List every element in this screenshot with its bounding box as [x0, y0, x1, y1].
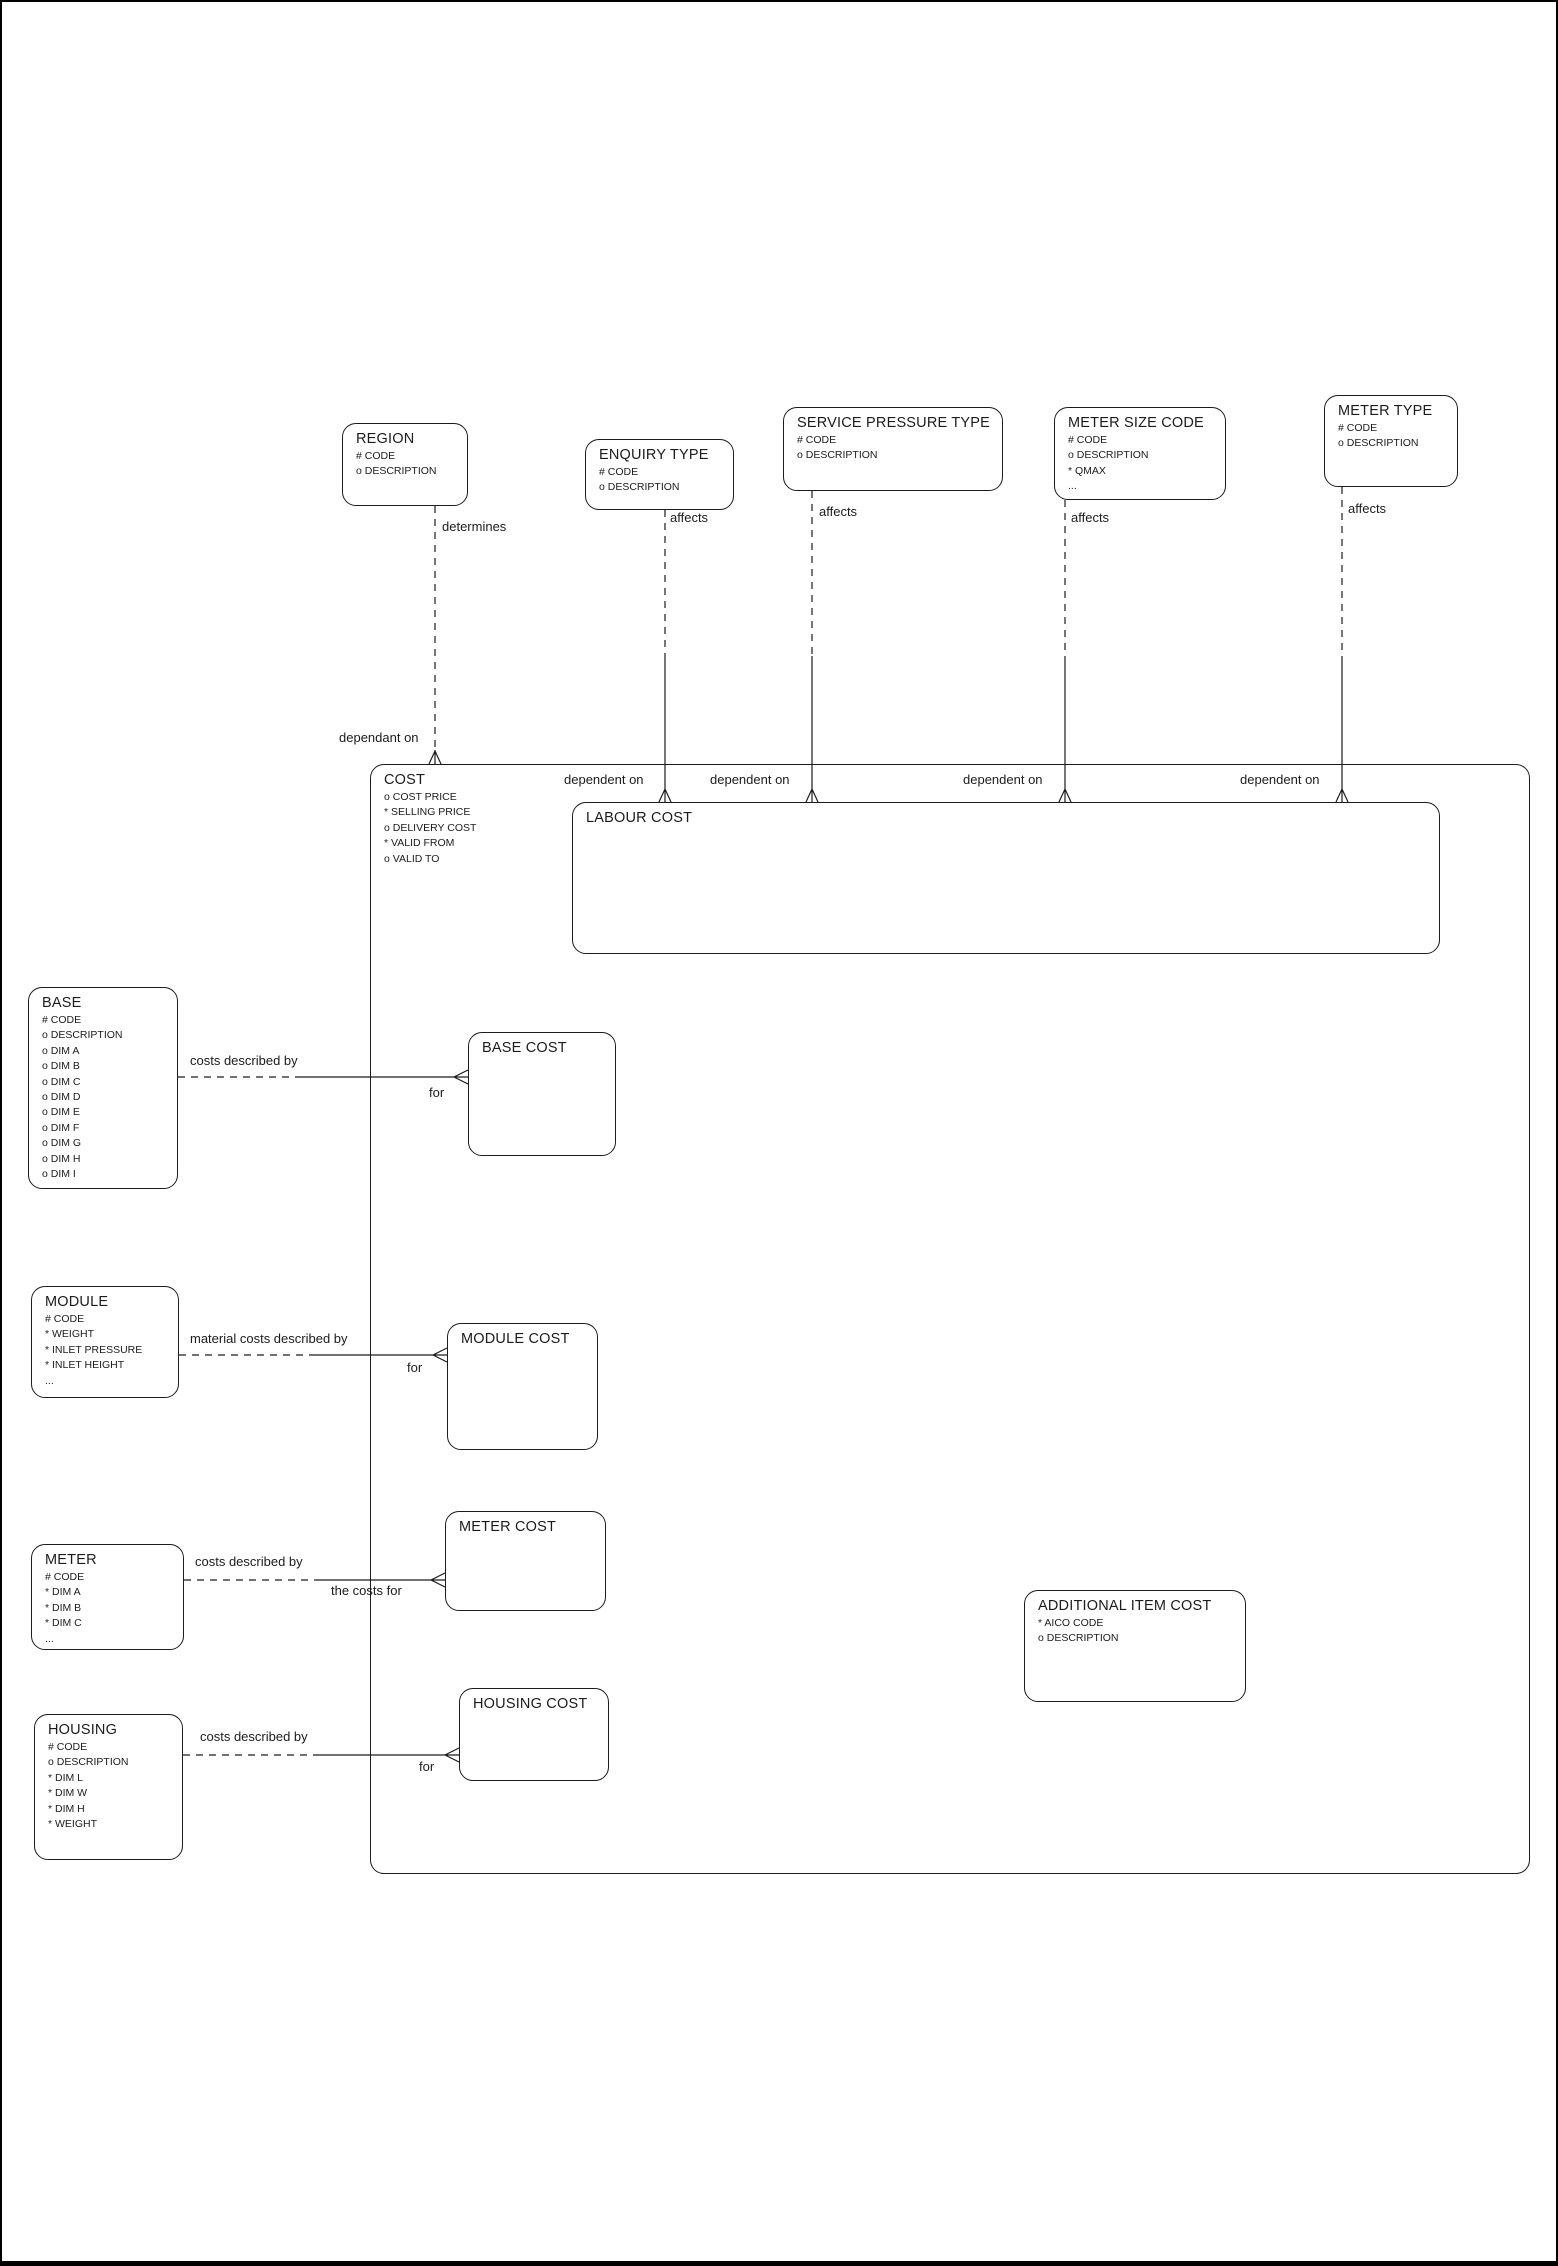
entity-attribute: o DIM H — [42, 1152, 81, 1165]
entity-title: COST — [384, 772, 426, 788]
entity-attribute: * DIM L — [48, 1771, 84, 1784]
entity-service-pressure-type: SERVICE PRESSURE TYPE # CODE o DESCRIPTI… — [783, 407, 1003, 491]
entity-attribute: ... — [1068, 480, 1077, 493]
relationship-label-dependent-on: dependent on — [963, 772, 1043, 787]
entity-title: MODULE — [45, 1294, 109, 1310]
relationship-label-for: for — [429, 1085, 445, 1100]
entity-housing-cost: HOUSING COST — [459, 1688, 609, 1781]
relationship-label-the-costs-for: the costs for — [331, 1583, 402, 1598]
entity-module-cost: MODULE COST — [447, 1323, 598, 1450]
entity-attribute: o DESCRIPTION — [599, 481, 680, 494]
entity-attribute: o DESCRIPTION — [1338, 437, 1419, 450]
relationship-label-costs-described-by: costs described by — [190, 1053, 298, 1068]
entity-title: LABOUR COST — [586, 810, 693, 826]
entity-attribute: o VALID TO — [384, 852, 440, 865]
relationship-label-costs-described-by: costs described by — [200, 1729, 308, 1744]
entity-attribute: # CODE — [356, 450, 396, 462]
entity-title: HOUSING — [48, 1722, 118, 1738]
relationship-label-affects: affects — [1348, 501, 1387, 516]
relationship-label-for: for — [407, 1360, 423, 1375]
entity-title: HOUSING COST — [473, 1696, 588, 1712]
relationship-label-dependent-on: dependent on — [710, 772, 790, 787]
entity-attribute: ... — [45, 1632, 54, 1645]
relationship-label-material-costs-described-by: material costs described by — [190, 1331, 348, 1346]
entity-title: MODULE COST — [461, 1331, 570, 1347]
entity-title: BASE — [42, 995, 82, 1011]
entity-attribute: o DESCRIPTION — [1038, 1632, 1119, 1645]
entity-additional-item-cost: ADDITIONAL ITEM COST * AICO CODE o DESCR… — [1024, 1590, 1246, 1702]
relationship-label-determines: determines — [442, 519, 507, 534]
entity-title: METER SIZE CODE — [1068, 415, 1204, 431]
entity-attribute: o DIM B — [42, 1060, 80, 1073]
entity-attribute: # CODE — [1338, 422, 1378, 434]
entity-attribute: o DESCRIPTION — [42, 1029, 123, 1042]
entity-attribute: o DESCRIPTION — [48, 1756, 129, 1769]
entity-attribute: * WEIGHT — [48, 1818, 97, 1831]
entity-attribute: o DIM A — [42, 1044, 80, 1057]
entity-attribute: o DESCRIPTION — [797, 449, 878, 462]
entity-base: BASE # CODE o DESCRIPTION o DIM A o DIM … — [28, 987, 178, 1189]
entity-attribute: # CODE — [1068, 434, 1108, 446]
entity-title: METER TYPE — [1338, 403, 1433, 419]
entity-attribute: o DIM I — [42, 1168, 76, 1181]
entity-attribute: * WEIGHT — [45, 1328, 94, 1341]
relationship-label-affects: affects — [670, 510, 709, 525]
entity-module: MODULE # CODE * WEIGHT * INLET PRESSURE … — [31, 1286, 179, 1398]
entity-attribute: * DIM W — [48, 1787, 88, 1800]
relationship-label-dependent-on: dependent on — [1240, 772, 1320, 787]
entity-attribute: * QMAX — [1068, 464, 1106, 477]
entity-meter-size-code: METER SIZE CODE # CODE o DESCRIPTION * Q… — [1054, 407, 1226, 500]
entity-attribute: * SELLING PRICE — [384, 806, 471, 819]
entity-attribute: o DESCRIPTION — [356, 465, 437, 478]
entity-region: REGION # CODE o DESCRIPTION — [342, 423, 468, 506]
entity-title: REGION — [356, 431, 415, 447]
entity-meter: METER # CODE * DIM A * DIM B * DIM C ... — [31, 1544, 184, 1650]
entity-attribute: # CODE — [42, 1014, 82, 1026]
entity-meter-cost: METER COST — [445, 1511, 606, 1611]
entity-attribute: * DIM C — [45, 1617, 82, 1630]
entity-title: METER COST — [459, 1519, 557, 1535]
entity-attribute: ... — [45, 1374, 54, 1387]
entity-attribute: o DIM G — [42, 1137, 82, 1150]
entity-base-cost: BASE COST — [468, 1032, 616, 1156]
entity-title: ADDITIONAL ITEM COST — [1038, 1598, 1212, 1614]
entity-attribute: o DIM E — [42, 1106, 80, 1119]
entity-attribute: * INLET HEIGHT — [45, 1359, 125, 1372]
entity-attribute: * VALID FROM — [384, 837, 455, 850]
entity-attribute: # CODE — [48, 1741, 88, 1753]
relationship-label-affects: affects — [819, 504, 858, 519]
entity-attribute: o DESCRIPTION — [1068, 449, 1149, 462]
entity-attribute: # CODE — [797, 434, 837, 446]
relationship-label-costs-described-by: costs described by — [195, 1554, 303, 1569]
relationship-label-for: for — [419, 1759, 435, 1774]
entity-attribute: o COST PRICE — [384, 791, 457, 803]
relationship-label-affects: affects — [1071, 510, 1110, 525]
entity-attribute: * INLET PRESSURE — [45, 1343, 143, 1356]
entity-housing: HOUSING # CODE o DESCRIPTION * DIM L * D… — [34, 1714, 183, 1860]
entity-attribute: o DIM F — [42, 1121, 80, 1134]
entity-title: METER — [45, 1552, 97, 1568]
entity-attribute: # CODE — [599, 466, 639, 478]
entity-attribute: o DIM C — [42, 1075, 81, 1088]
entity-meter-type: METER TYPE # CODE o DESCRIPTION — [1324, 395, 1458, 487]
entity-enquiry-type: ENQUIRY TYPE # CODE o DESCRIPTION — [585, 439, 734, 510]
entity-attribute: * DIM H — [48, 1802, 85, 1815]
entity-attribute: # CODE — [45, 1571, 85, 1583]
entity-attribute: * AICO CODE — [1038, 1617, 1104, 1629]
entity-attribute: * DIM A — [45, 1586, 81, 1599]
entity-attribute: * DIM B — [45, 1601, 82, 1614]
entity-title: SERVICE PRESSURE TYPE — [797, 415, 991, 431]
entity-title: BASE COST — [482, 1040, 567, 1056]
entity-attribute: o DIM D — [42, 1091, 81, 1104]
entity-title: ENQUIRY TYPE — [599, 447, 709, 463]
relationship-label-dependent-on: dependent on — [564, 772, 644, 787]
entity-labour-cost: LABOUR COST — [572, 802, 1440, 954]
relationship-label-dependant-on: dependant on — [339, 730, 419, 745]
entity-attribute: # CODE — [45, 1313, 85, 1325]
entity-attribute: o DELIVERY COST — [384, 821, 477, 834]
